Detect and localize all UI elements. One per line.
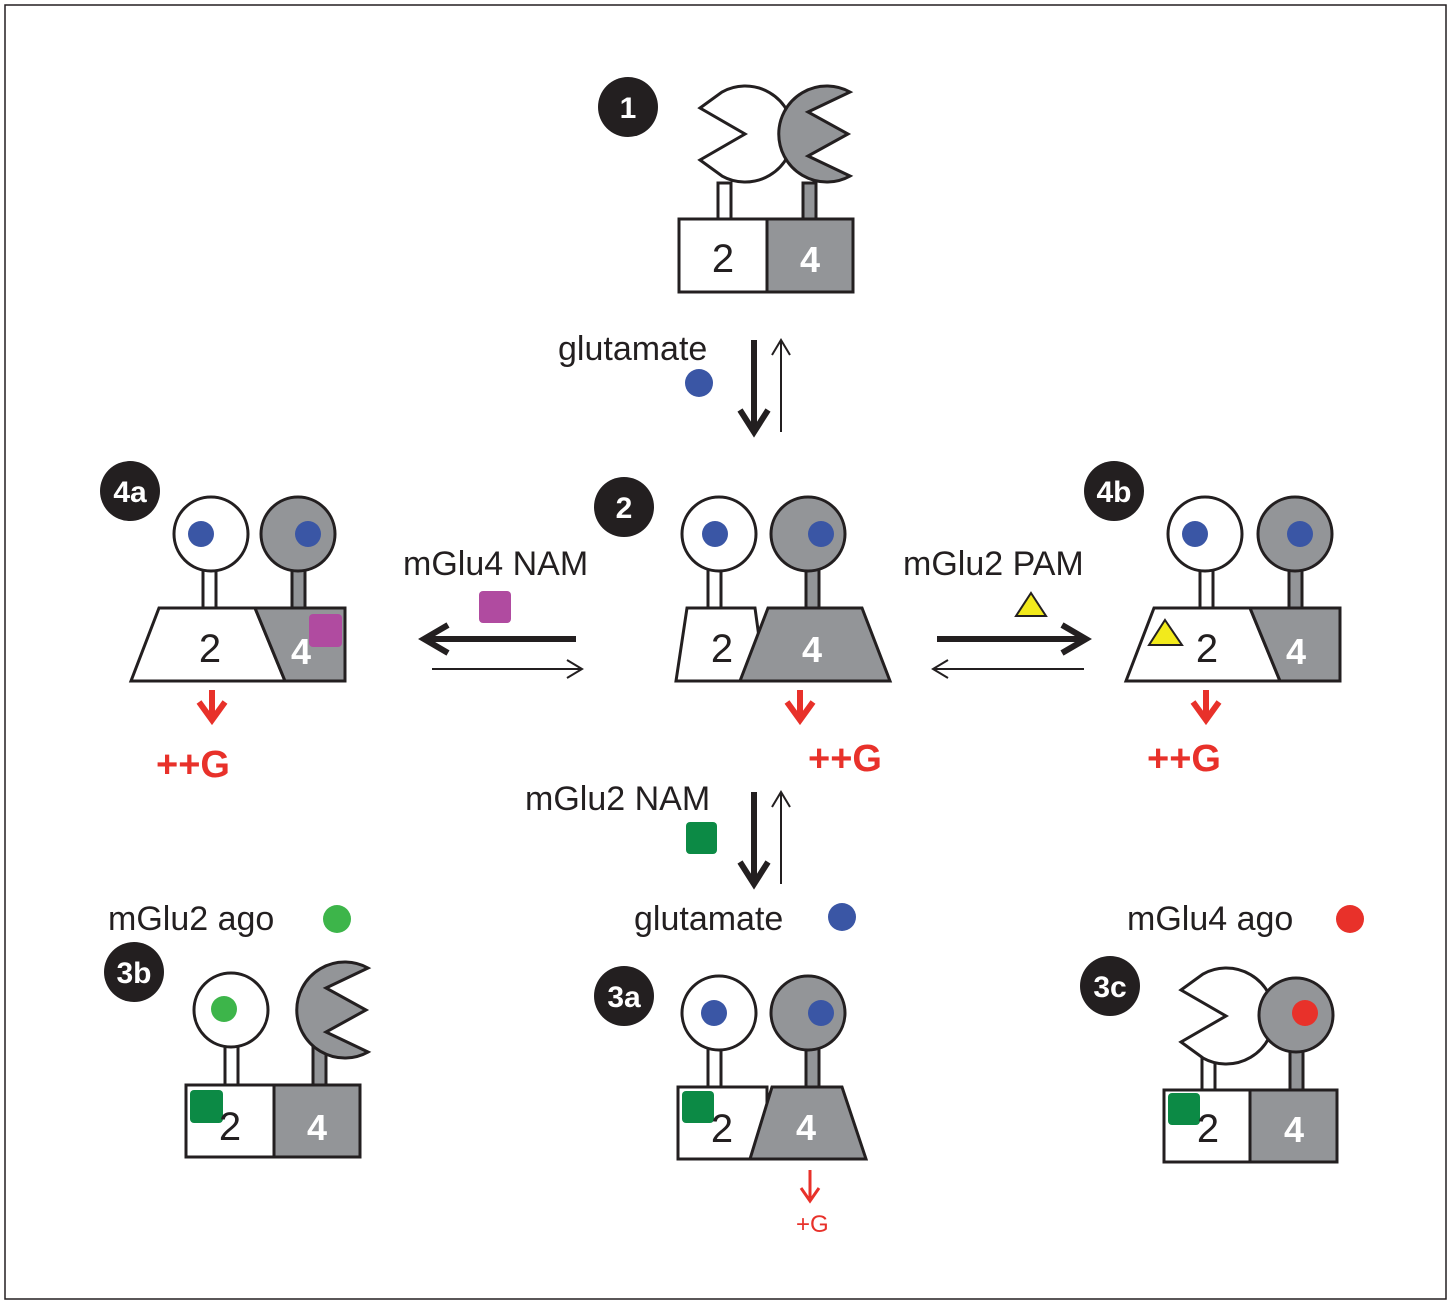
blue-circle-icon [828, 903, 856, 931]
state-4a: 4a 2 4 ++G [100, 461, 347, 786]
subunit-4-label: 4 [291, 631, 311, 672]
subunit-2-stalk [201, 568, 218, 610]
equilibrium-arrow-icon [931, 622, 1092, 679]
state-2-badge: 2 [594, 477, 654, 537]
svg-text:2: 2 [616, 492, 633, 525]
blue-circle-icon [702, 521, 728, 547]
subunit-4-label: 4 [800, 239, 820, 280]
ligand-label-mglu4-nam: mGlu4 NAM [403, 545, 588, 583]
subunit-2-label: 2 [199, 627, 221, 671]
equilibrium-arrow-icon [418, 622, 584, 679]
green-square-icon [190, 1090, 223, 1123]
subunit-4-tmd [765, 217, 855, 294]
g-protein-output: ++G [156, 744, 230, 786]
state-3a-badge: 3a [594, 966, 654, 1026]
green-square-icon [682, 1091, 714, 1123]
subunit-2-label: 2 [219, 1105, 241, 1149]
red-circle-icon [1292, 1000, 1318, 1026]
subunit-4-stalk [804, 566, 821, 610]
subunit-2-label: 2 [712, 237, 734, 281]
svg-text:4a: 4a [113, 476, 147, 509]
subunit-4-stalk [290, 568, 307, 610]
green-square-icon [1168, 1093, 1200, 1125]
yellow-triangle-icon [1147, 618, 1184, 646]
g-protein-output: ++G [1147, 738, 1221, 780]
subunit-2-label: 2 [711, 1107, 733, 1151]
svg-text:3a: 3a [607, 981, 641, 1014]
venus-flytrap-open-icon [777, 84, 854, 184]
subunit-2-stalk [706, 1046, 723, 1090]
state-1-badge: 1 [598, 77, 658, 137]
subunit-4-tmd [1247, 606, 1342, 683]
state-3c-badge: 3c [1080, 956, 1140, 1016]
subunit-4-label: 4 [802, 629, 822, 670]
subunit-4-stalk [801, 181, 818, 222]
subunit-2-label: 2 [711, 627, 733, 671]
subunit-2-label: 2 [1197, 1107, 1219, 1151]
subunit-4-tmd [737, 606, 893, 683]
green-square-icon [686, 822, 717, 854]
red-circle-icon [1336, 905, 1364, 933]
venus-flytrap-open-icon [295, 960, 372, 1060]
state-3b: 3b 2 4 [104, 942, 372, 1159]
red-down-arrow-icon [784, 690, 816, 726]
subunit-4-label: 4 [307, 1107, 327, 1148]
svg-text:1: 1 [620, 92, 637, 125]
svg-text:4b: 4b [1096, 476, 1131, 509]
state-2: 2 2 4 ++G [594, 477, 893, 780]
svg-text:3c: 3c [1093, 971, 1126, 1004]
blue-circle-icon [295, 521, 321, 547]
blue-circle-icon [701, 1000, 727, 1026]
red-down-arrow-icon [799, 1170, 821, 1204]
ligand-label-glutamate: glutamate [634, 900, 783, 938]
subunit-2-stalk [706, 566, 723, 610]
svg-text:3b: 3b [116, 957, 151, 990]
blue-circle-icon [1182, 521, 1208, 547]
equilibrium-arrow-icon [737, 790, 791, 890]
state-1: 1 2 4 [598, 77, 855, 294]
g-protein-output: ++G [808, 738, 882, 780]
state-3b-badge: 3b [104, 942, 164, 1002]
green-circle-icon [211, 996, 237, 1022]
subunit-4-stalk [1287, 568, 1304, 610]
subunit-2-label: 2 [1196, 627, 1218, 671]
subunit-2-stalk [1198, 568, 1215, 610]
figure-frame [4, 4, 1447, 1300]
state-4a-badge: 4a [100, 461, 160, 521]
ligand-label-mglu2-ago: mGlu2 ago [108, 900, 274, 938]
state-4b: 4b 2 4 ++G [1084, 461, 1342, 780]
subunit-4-tmd [272, 1083, 362, 1159]
state-3a: 3a 2 4 +G [594, 966, 869, 1238]
blue-circle-icon [1287, 521, 1313, 547]
magenta-square-icon [309, 614, 342, 647]
subunit-4-tmd [747, 1085, 869, 1161]
blue-circle-icon [685, 369, 713, 397]
subunit-4-stalk [804, 1046, 821, 1090]
subunit-4-label: 4 [1284, 1109, 1304, 1150]
state-3c: 3c 2 4 [1080, 956, 1339, 1164]
subunit-4-tmd [1248, 1088, 1339, 1164]
ligand-label-glutamate: glutamate [558, 330, 707, 368]
state-4b-badge: 4b [1084, 461, 1144, 521]
subunit-2-stalk [223, 1043, 240, 1087]
red-down-arrow-icon [196, 690, 228, 726]
subunit-2-stalk [716, 181, 733, 222]
subunit-4-label: 4 [1286, 631, 1306, 672]
subunit-2-tmd [677, 217, 769, 294]
ligand-label-mglu4-ago: mGlu4 ago [1127, 900, 1293, 938]
blue-circle-icon [808, 1000, 834, 1026]
red-down-arrow-icon [1190, 690, 1222, 726]
subunit-4-label: 4 [796, 1107, 816, 1148]
green-circle-icon [323, 905, 351, 933]
g-protein-output: +G [796, 1211, 829, 1238]
ligand-label-mglu2-pam: mGlu2 PAM [903, 545, 1084, 583]
equilibrium-arrow-icon [737, 338, 791, 438]
ligand-label-mglu2-nam: mGlu2 NAM [525, 780, 710, 818]
yellow-triangle-icon [1014, 591, 1048, 617]
magenta-square-icon [479, 591, 511, 623]
subunit-4-stalk [1288, 1048, 1305, 1092]
blue-circle-icon [188, 521, 214, 547]
blue-circle-icon [808, 521, 834, 547]
